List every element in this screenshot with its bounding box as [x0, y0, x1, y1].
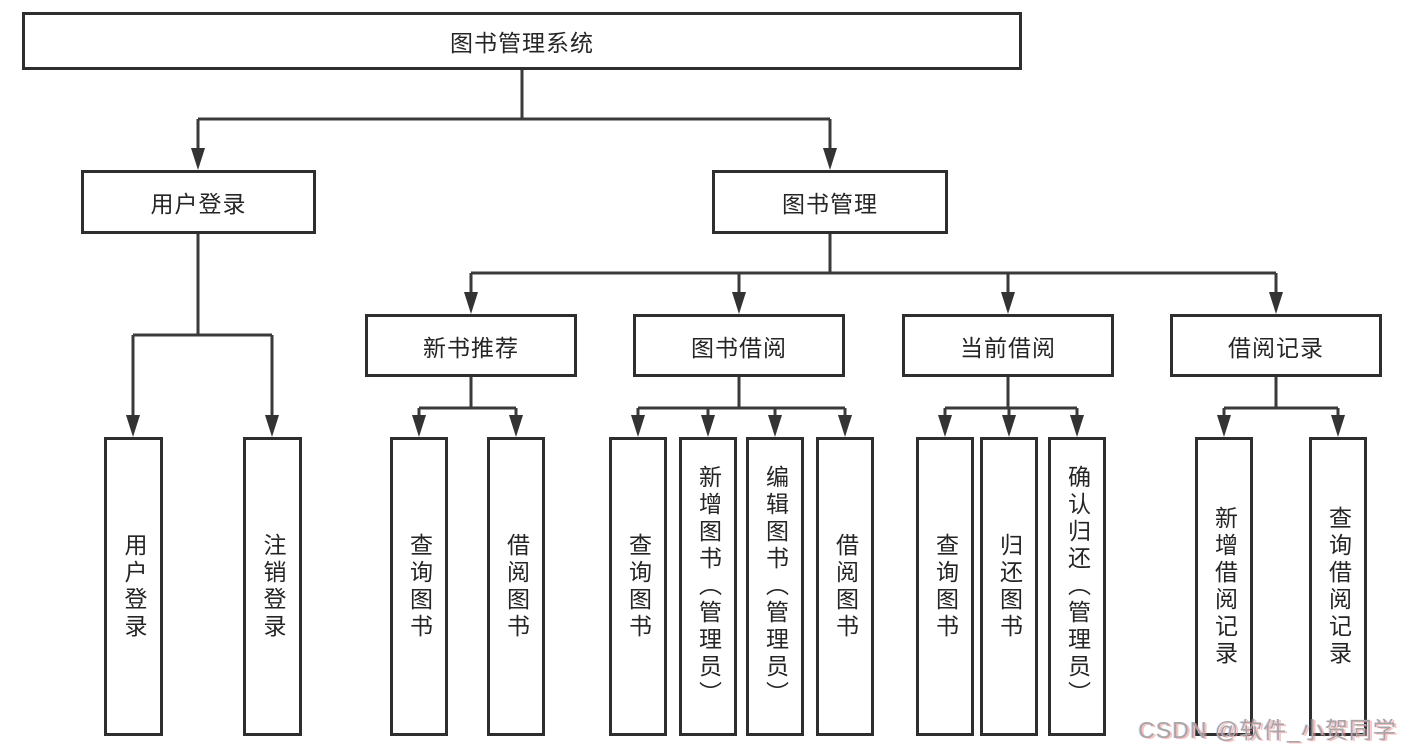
leaf-current-confirm-label: 确认归还（管理员） — [1064, 465, 1091, 708]
connector-root-to-level2 — [191, 70, 837, 170]
leaf-records-query: 查询借阅记录 — [1309, 437, 1367, 736]
leaf-borrow-edit-label: 编辑图书（管理员） — [762, 465, 789, 708]
leaf-newbook-query-label: 查询图书 — [406, 532, 433, 641]
leaf-borrow-borrow-label: 借阅图书 — [832, 532, 859, 641]
node-book-mgmt-label: 图书管理 — [782, 191, 878, 217]
leaf-user-login-label: 用户登录 — [121, 532, 147, 641]
leaf-records-add: 新增借阅记录 — [1195, 437, 1253, 736]
node-user-login-group: 用户登录 — [81, 170, 316, 234]
node-new-book-label: 新书推荐 — [423, 334, 519, 361]
leaf-newbook-query: 查询图书 — [390, 437, 448, 736]
leaf-current-confirm: 确认归还（管理员） — [1048, 437, 1106, 736]
node-borrow-records: 借阅记录 — [1170, 314, 1382, 377]
node-root-label: 图书管理系统 — [450, 30, 594, 56]
connector-bookborrow-to-leaves — [631, 377, 852, 437]
leaf-logout-label: 注销登录 — [260, 532, 286, 641]
node-current-borrow: 当前借阅 — [902, 314, 1114, 377]
node-current-borrow-label: 当前借阅 — [960, 334, 1056, 361]
connector-userlogin-to-leaves — [126, 234, 279, 437]
node-borrow-records-label: 借阅记录 — [1228, 334, 1324, 361]
node-new-book: 新书推荐 — [365, 314, 577, 377]
connector-newbook-to-leaves — [412, 377, 523, 437]
leaf-borrow-add: 新增图书（管理员） — [679, 437, 737, 736]
leaf-borrow-borrow: 借阅图书 — [816, 437, 874, 736]
node-root: 图书管理系统 — [22, 12, 1022, 70]
node-book-borrow: 图书借阅 — [633, 314, 845, 377]
leaf-borrow-query: 查询图书 — [609, 437, 667, 736]
leaf-current-query-label: 查询图书 — [932, 532, 959, 641]
leaf-records-query-label: 查询借阅记录 — [1325, 505, 1352, 668]
connector-records-to-leaves — [1217, 377, 1345, 437]
leaf-newbook-borrow: 借阅图书 — [487, 437, 545, 736]
leaf-current-return: 归还图书 — [980, 437, 1038, 736]
leaf-newbook-borrow-label: 借阅图书 — [503, 532, 530, 641]
connector-bookmgmt-to-level3 — [464, 234, 1283, 314]
leaf-logout: 注销登录 — [243, 437, 302, 736]
connector-currentborrow-to-leaves — [938, 377, 1084, 437]
leaf-current-query: 查询图书 — [916, 437, 974, 736]
leaf-user-login: 用户登录 — [104, 437, 163, 736]
node-user-login-group-label: 用户登录 — [150, 191, 247, 217]
leaf-borrow-add-label: 新增图书（管理员） — [695, 465, 722, 708]
leaf-borrow-query-label: 查询图书 — [625, 532, 652, 641]
node-book-borrow-label: 图书借阅 — [691, 334, 787, 361]
leaf-borrow-edit: 编辑图书（管理员） — [746, 437, 804, 736]
leaf-records-add-label: 新增借阅记录 — [1211, 505, 1238, 668]
csdn-watermark: CSDN @软件_小贺同学 — [1138, 717, 1397, 743]
leaf-current-return-label: 归还图书 — [996, 532, 1023, 641]
node-book-mgmt: 图书管理 — [712, 170, 948, 234]
